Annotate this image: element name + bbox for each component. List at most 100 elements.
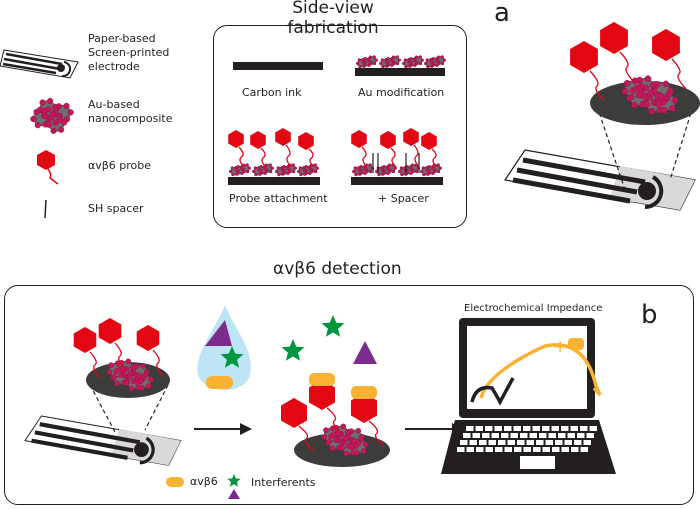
working-electrode	[638, 182, 656, 200]
au-particle	[351, 438, 357, 444]
probe-hexagon	[281, 398, 307, 428]
au-particle	[418, 55, 422, 59]
au-particle	[252, 169, 256, 174]
probe-tether	[238, 146, 245, 168]
step-carbon-ink: Carbon ink	[242, 86, 302, 99]
au-particle	[49, 111, 56, 118]
au-particle	[134, 379, 140, 386]
au-particle	[111, 373, 118, 380]
nanocomposite	[398, 163, 420, 177]
keyboard-key	[510, 433, 518, 438]
au-particle	[379, 61, 383, 66]
keyboard-key	[491, 433, 499, 438]
au-particle	[380, 58, 384, 62]
au-particle	[308, 166, 312, 171]
legend-nanocomposite-label: Au-based nanocomposite	[88, 98, 173, 125]
keyboard-key	[504, 426, 512, 431]
au-particle	[286, 166, 290, 171]
au-particle	[662, 80, 670, 88]
au-particle	[363, 61, 367, 65]
probe-hexagon	[570, 41, 598, 73]
au-particle	[426, 172, 430, 176]
au-particle	[345, 428, 351, 435]
keyboard-key	[494, 426, 502, 431]
probe-tether	[589, 70, 605, 102]
au-particle	[298, 166, 302, 170]
au-particle	[367, 58, 371, 63]
keyboard-key	[532, 426, 540, 431]
au-particle	[276, 166, 280, 170]
probe-tether	[619, 51, 635, 83]
au-particle	[45, 121, 52, 128]
au-particle	[240, 166, 244, 171]
au-particle	[623, 79, 631, 87]
au-particle	[118, 372, 124, 378]
au-particle	[230, 166, 234, 170]
electrode-track	[34, 430, 134, 453]
keyboard-key	[501, 433, 509, 438]
au-particle	[42, 112, 49, 119]
probe-hexagon	[403, 128, 419, 146]
au-particle	[398, 169, 402, 174]
au-particle	[631, 77, 639, 85]
au-particle	[245, 169, 250, 174]
au-particle	[437, 62, 441, 66]
keyboard-key	[523, 426, 531, 431]
au-particle	[358, 172, 362, 176]
target-legend-swatch	[166, 477, 184, 487]
keyboard-key	[513, 426, 521, 431]
probe-hexagon	[98, 318, 122, 344]
au-particle	[363, 441, 369, 448]
au-particle	[47, 97, 54, 105]
au-particle	[408, 64, 412, 68]
step-au-modification: Au modification	[358, 86, 445, 99]
nanocomposite	[402, 55, 424, 69]
au-particle	[368, 169, 373, 174]
au-particle	[140, 362, 147, 369]
au-particle	[50, 127, 57, 134]
nanocomposite	[621, 75, 679, 115]
au-particle	[369, 62, 373, 66]
detection-title: αvβ6 detection	[273, 259, 402, 279]
interferents-legend-label: Interferents	[251, 476, 316, 489]
au-particle	[440, 55, 444, 59]
au-particle	[421, 166, 425, 170]
au-particle	[234, 165, 238, 170]
keyboard-key	[574, 440, 582, 445]
interferent-star	[321, 315, 345, 337]
keyboard-key	[457, 447, 465, 452]
electrode-track	[516, 167, 638, 195]
plus-sign: +	[553, 337, 567, 357]
keyboard-key	[476, 447, 484, 452]
au-particle	[397, 58, 401, 62]
keyboard-key	[551, 426, 559, 431]
au-particle	[418, 61, 423, 66]
au-particle	[380, 165, 384, 170]
bound-target	[309, 373, 335, 386]
au-particle	[52, 103, 59, 110]
probe-hexagon	[136, 325, 160, 351]
au-particle	[334, 430, 341, 436]
au-particle	[56, 113, 63, 120]
probe-attachment-layer	[228, 128, 320, 185]
au-particle	[280, 165, 284, 170]
au-particle	[242, 170, 246, 174]
au-particle	[410, 163, 415, 167]
au-particle	[259, 169, 263, 173]
probe-tether	[260, 147, 267, 168]
sensor-illustration-a	[503, 22, 700, 211]
keyboard-key	[463, 433, 471, 438]
panel-a-label: a	[494, 0, 510, 28]
au-particle	[374, 58, 378, 62]
au-particle	[326, 438, 333, 445]
keyboard-key	[570, 426, 578, 431]
au-particle	[362, 64, 366, 68]
au-particle	[108, 362, 114, 368]
au-particle	[392, 62, 396, 66]
au-particle	[358, 436, 364, 443]
keyboard-key	[567, 433, 575, 438]
au-particle	[422, 172, 426, 177]
au-particle	[143, 371, 149, 378]
au-particle	[302, 165, 306, 170]
